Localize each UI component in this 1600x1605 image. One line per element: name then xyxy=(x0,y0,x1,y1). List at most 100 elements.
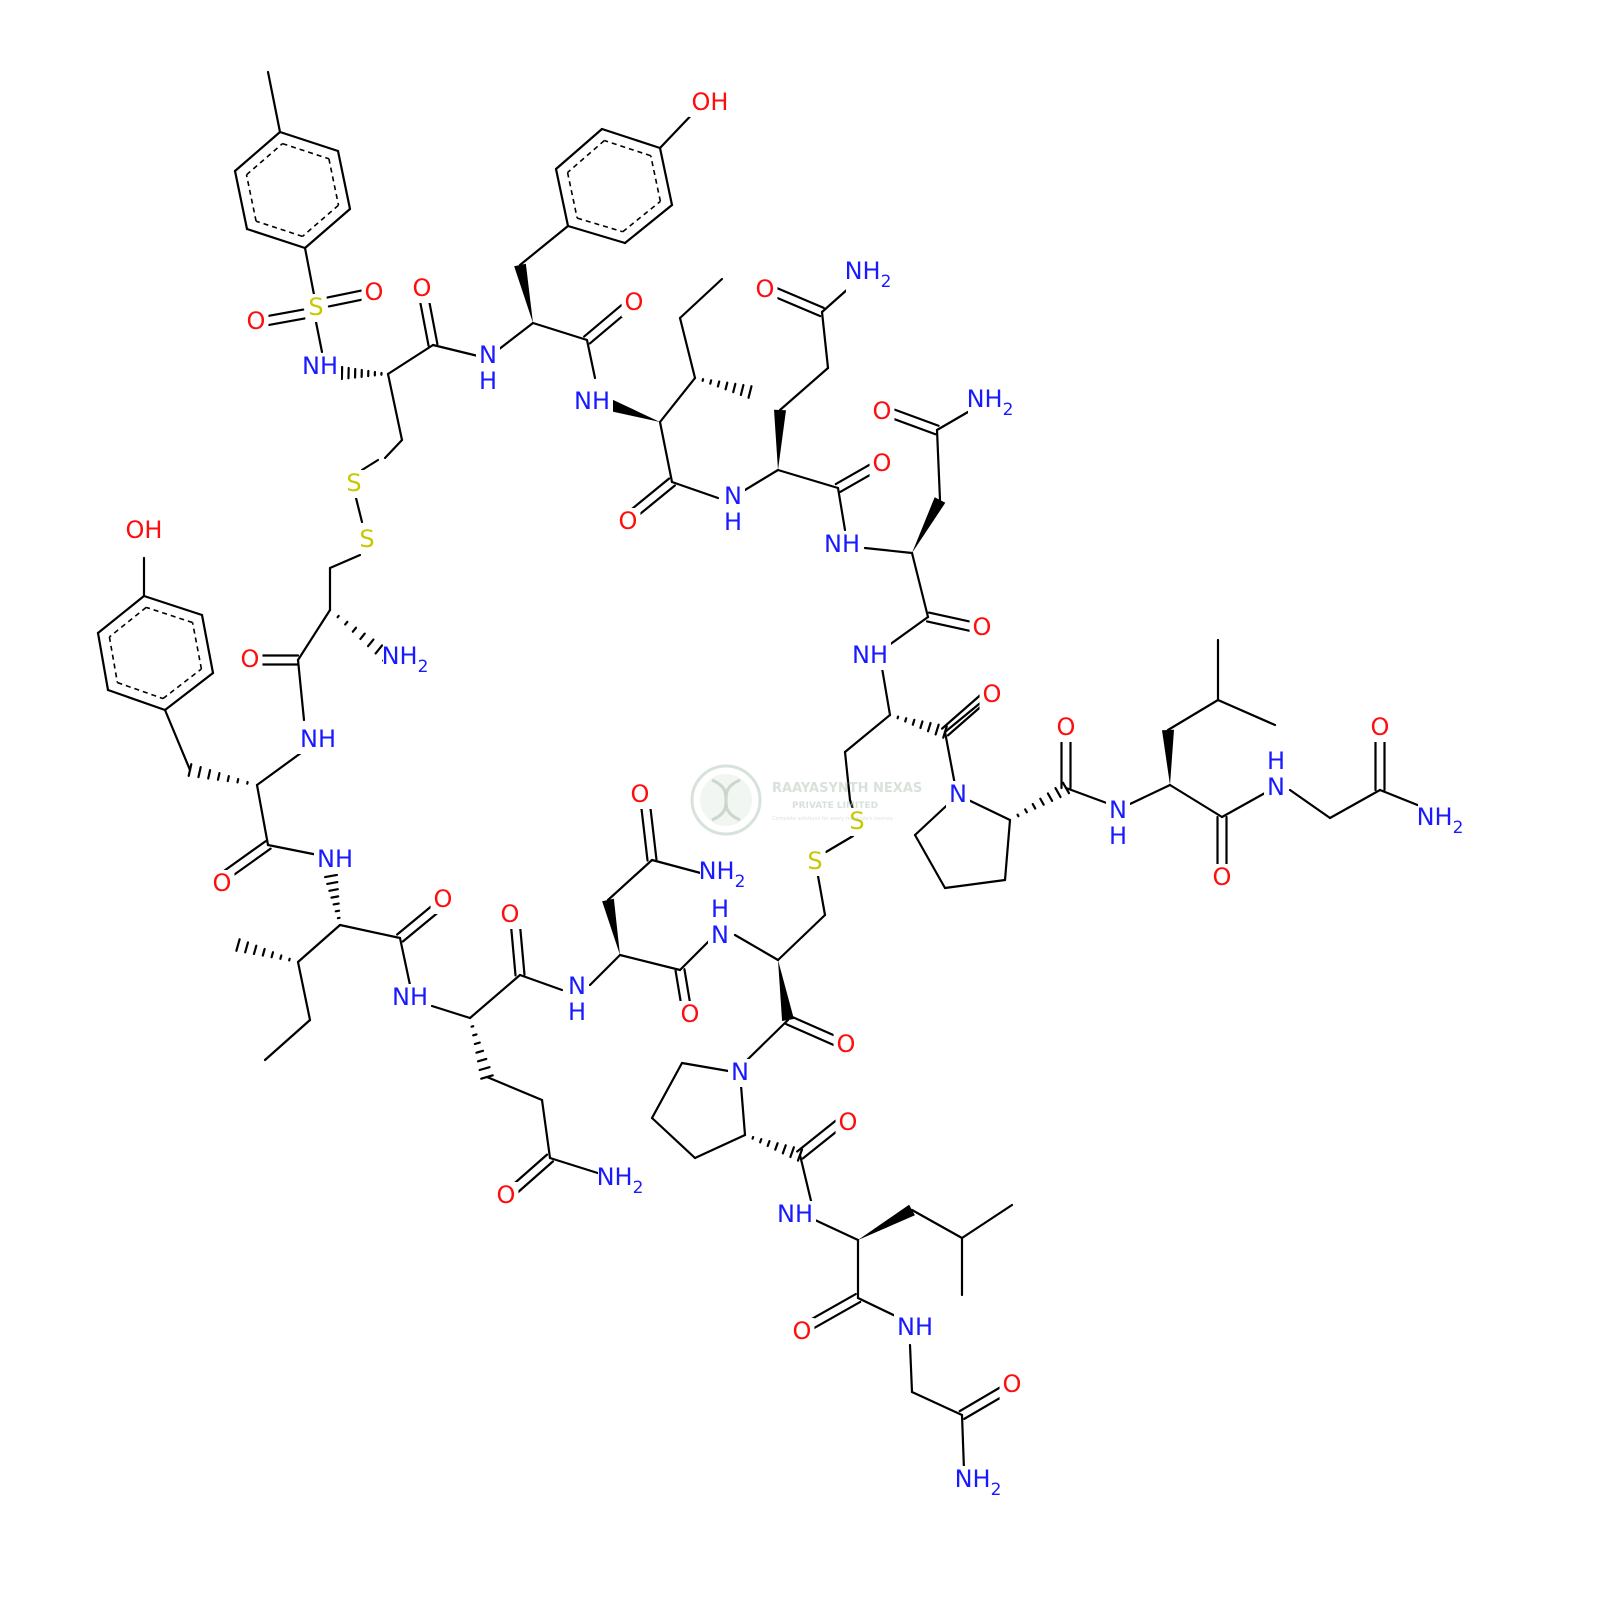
hash-bond xyxy=(768,1141,770,1146)
bond xyxy=(910,1345,912,1392)
wedge-bond xyxy=(774,410,786,470)
wedge-bond xyxy=(602,899,620,955)
hash-bond xyxy=(710,380,711,383)
bond xyxy=(165,710,190,770)
hash-bond xyxy=(1055,788,1060,797)
hash-bond xyxy=(476,1051,483,1053)
ring-bond xyxy=(652,1063,682,1118)
bond xyxy=(257,750,305,785)
amide-nitrogen: N xyxy=(1109,796,1127,824)
bond xyxy=(1290,790,1330,818)
bond xyxy=(818,876,825,915)
oxygen-atom: O xyxy=(1213,863,1232,891)
bond xyxy=(470,975,520,1018)
double-bond xyxy=(420,299,429,346)
amide-hydrogen: H xyxy=(568,998,586,1026)
bond xyxy=(388,374,402,440)
hash-bond xyxy=(360,634,364,639)
bond xyxy=(330,555,360,568)
bond xyxy=(962,1415,964,1470)
bond xyxy=(745,1020,788,1062)
hash-bond xyxy=(913,720,915,725)
bond xyxy=(660,378,695,422)
hash-bond xyxy=(478,1059,486,1061)
hash-bond xyxy=(245,942,248,952)
hash-bond xyxy=(329,889,337,891)
hash-bond xyxy=(327,882,337,884)
oxygen-atom: O xyxy=(837,1030,856,1058)
hash-bond xyxy=(775,1143,777,1149)
hash-bond xyxy=(726,383,728,390)
hash-bond xyxy=(345,622,347,625)
hash-bond xyxy=(236,939,239,951)
bond xyxy=(1130,785,1170,804)
hash-bond xyxy=(741,385,744,395)
bond xyxy=(1066,788,1112,805)
wedge-bond xyxy=(912,497,945,553)
double-bond xyxy=(927,621,977,632)
bond xyxy=(257,785,268,845)
hash-bond xyxy=(280,955,281,958)
bond xyxy=(433,345,478,356)
double-bond xyxy=(428,297,437,344)
bond xyxy=(498,323,533,350)
amide-nh: NH xyxy=(392,983,428,1011)
amino-subscript: 2 xyxy=(418,657,429,677)
hash-bond xyxy=(263,949,265,956)
oxygen-atom: O xyxy=(413,274,432,302)
wedge-bond xyxy=(778,960,794,1021)
hydroxyl-group: OH xyxy=(126,516,163,544)
aromatic-bond xyxy=(247,175,257,221)
hash-bond xyxy=(898,717,899,719)
hash-bond xyxy=(790,1147,794,1157)
hash-bond xyxy=(237,779,238,782)
oxygen-atom: O xyxy=(1003,1370,1022,1398)
ring-bond xyxy=(556,169,568,226)
bond xyxy=(362,460,378,470)
bond xyxy=(838,488,845,530)
oxygen-atom: O xyxy=(873,397,892,425)
bond xyxy=(1218,700,1275,725)
amide-nitrogen: N xyxy=(724,482,742,510)
double-bond xyxy=(786,1024,836,1046)
aromatic-bond xyxy=(193,623,202,669)
bond xyxy=(298,962,310,1020)
bond xyxy=(672,482,718,498)
aromatic-bond xyxy=(568,141,605,173)
hash-bond xyxy=(753,1137,754,1139)
bond xyxy=(1170,785,1222,817)
bond xyxy=(388,345,433,374)
amide-hydrogen: H xyxy=(711,895,729,923)
hash-bond xyxy=(228,776,229,781)
ring-bond xyxy=(568,226,625,243)
amide-nh: NH xyxy=(777,1200,813,1228)
nitrogen-atom: N xyxy=(731,1058,749,1086)
oxygen-atom: O xyxy=(247,307,266,335)
bond xyxy=(385,440,402,458)
bond xyxy=(268,845,318,855)
bond xyxy=(800,1155,812,1205)
watermark-tagline: Complete solutions for every molecule's … xyxy=(772,816,893,822)
bond xyxy=(680,279,722,318)
hash-bond xyxy=(928,723,931,731)
wedge-bond xyxy=(858,1205,915,1240)
hash-bond xyxy=(480,1067,490,1070)
amide-nh: NH xyxy=(300,725,336,753)
wedge-bond xyxy=(1162,730,1174,785)
bond xyxy=(882,668,890,715)
watermark-logo: RAAYASYNTH NEXAS PRIVATE LIMITED Complet… xyxy=(692,766,922,834)
amide-nh: NH xyxy=(317,845,353,873)
aromatic-bond xyxy=(568,173,578,219)
bond xyxy=(590,955,620,985)
nitrogen-atom: N xyxy=(949,780,967,808)
watermark-company-subtitle: PRIVATE LIMITED xyxy=(792,801,878,811)
bond xyxy=(1330,790,1380,818)
hash-bond xyxy=(338,616,339,617)
hash-bond xyxy=(718,382,719,387)
bond xyxy=(268,72,280,132)
sulfur-atom: S xyxy=(359,525,374,553)
bond xyxy=(520,226,568,265)
oxygen-atom: O xyxy=(983,680,1002,708)
amino-subscript: 2 xyxy=(991,1480,1002,1500)
hash-bond xyxy=(272,952,273,957)
